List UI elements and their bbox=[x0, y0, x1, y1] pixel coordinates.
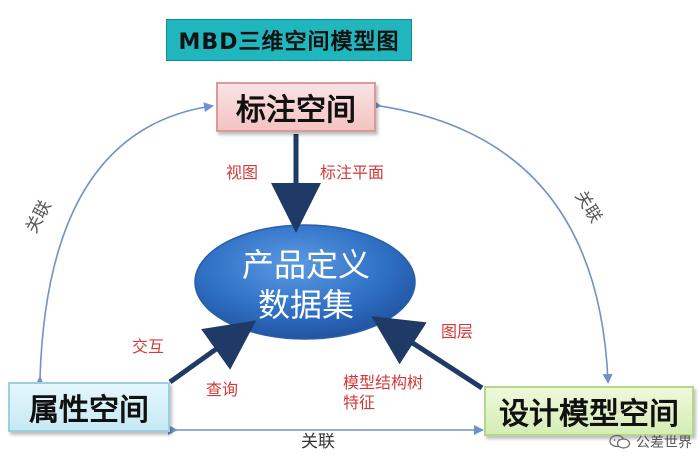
edge-label-query: 查询 bbox=[206, 380, 239, 399]
assoc-arc-left bbox=[34, 102, 214, 387]
edge-label-annotation-plane: 标注平面 bbox=[320, 163, 385, 182]
edge-label-feature: 特征 bbox=[343, 393, 376, 412]
watermark-text: 公差世界 bbox=[636, 435, 692, 451]
edge-label-assoc-bottom: 关联 bbox=[301, 432, 335, 452]
watermark: 公差世界 bbox=[609, 432, 692, 452]
edge-label-interaction: 交互 bbox=[132, 337, 165, 356]
assoc-arc-right bbox=[371, 99, 613, 384]
diagram-title: MBD三维空间模型图 bbox=[166, 19, 412, 61]
arrow-attribute-to-center bbox=[168, 320, 257, 385]
wechat-icon bbox=[609, 434, 631, 449]
center-label-line1: 产品定义 bbox=[241, 246, 370, 284]
node-design-model-space: 设计模型空间 bbox=[484, 386, 694, 436]
center-label-line2: 数据集 bbox=[257, 286, 354, 324]
edge-label-layer: 图层 bbox=[441, 322, 474, 341]
edge-label-model-tree: 模型结构树 bbox=[343, 373, 424, 392]
node-product-definition-dataset: 产品定义 数据集 bbox=[196, 240, 416, 330]
edge-label-view: 视图 bbox=[226, 163, 259, 182]
node-attribute-space: 属性空间 bbox=[8, 382, 170, 432]
node-annotation-space: 标注空间 bbox=[216, 82, 376, 132]
